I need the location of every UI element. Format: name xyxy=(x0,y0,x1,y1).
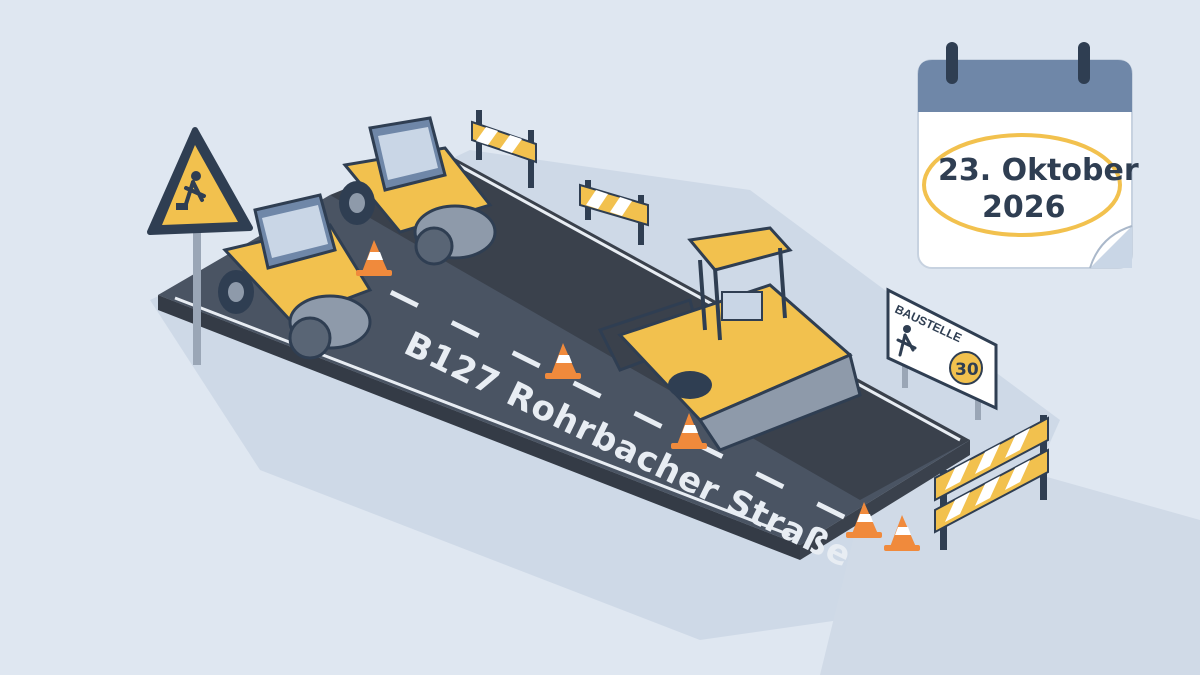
speed-limit-icon xyxy=(949,351,983,385)
calendar-date: 23. Oktober xyxy=(938,153,1139,188)
traffic-cone-icon xyxy=(671,413,707,449)
date-highlight xyxy=(922,133,1122,237)
barrier-icon xyxy=(471,110,537,188)
speed-limit-value: 30 xyxy=(955,360,979,380)
calendar-year: 2026 xyxy=(982,190,1066,225)
traffic-cone-icon xyxy=(846,502,882,538)
calendar-icon: 23. Oktober 2026 xyxy=(917,42,1139,269)
lane-divider xyxy=(328,259,852,523)
road-roller-icon xyxy=(218,193,373,360)
traffic-cone-icon xyxy=(356,240,392,276)
road-roller-icon xyxy=(339,116,497,266)
worker-icon xyxy=(896,333,917,357)
ground-shadow-right xyxy=(820,430,1200,675)
barrier-icon xyxy=(934,415,1049,550)
warning-sign-icon xyxy=(147,127,253,365)
traffic-cone-icon xyxy=(545,343,581,379)
traffic-cone-icon xyxy=(884,515,920,551)
barrier-icon xyxy=(579,180,649,245)
asphalt-paver-icon xyxy=(597,226,862,452)
